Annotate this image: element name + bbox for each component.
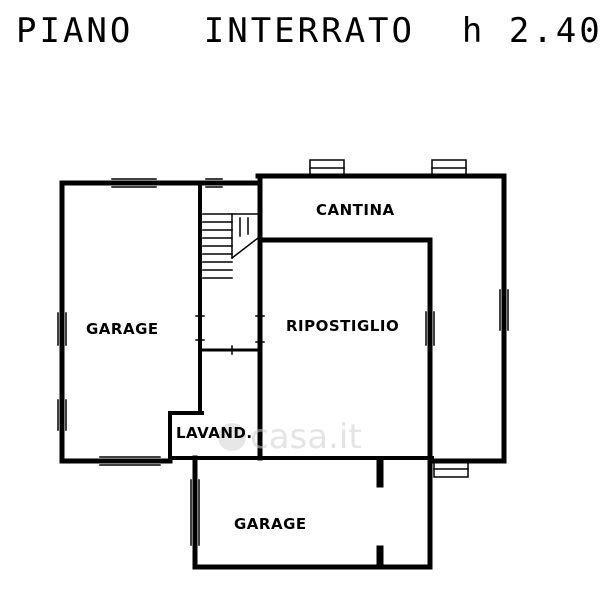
windows (57, 159, 509, 546)
watermark-text: casa.it (250, 417, 362, 457)
door-openings (195, 315, 265, 355)
room-label-ripostiglio: RIPOSTIGLIO (286, 317, 399, 335)
watermark: casa.it (218, 417, 362, 457)
room-label-cantina: CANTINA (316, 201, 395, 219)
staircase (202, 213, 260, 279)
stair-walls (197, 173, 263, 461)
room-label-garage-bottom: GARAGE (234, 515, 307, 533)
floor-plan: casa.it GARAGE CANTINA RIPOSTIGLIO LAVAN… (57, 159, 509, 570)
room-label-garage-left: GARAGE (86, 320, 159, 338)
garage-bottom-walls (192, 455, 433, 570)
ripostiglio-walls (256, 237, 434, 461)
watermark-logo-icon (218, 423, 246, 451)
garage-left-walls (59, 180, 203, 464)
lavanderia-walls (168, 411, 262, 463)
room-label-lavanderia: LAVAND. (176, 424, 253, 442)
